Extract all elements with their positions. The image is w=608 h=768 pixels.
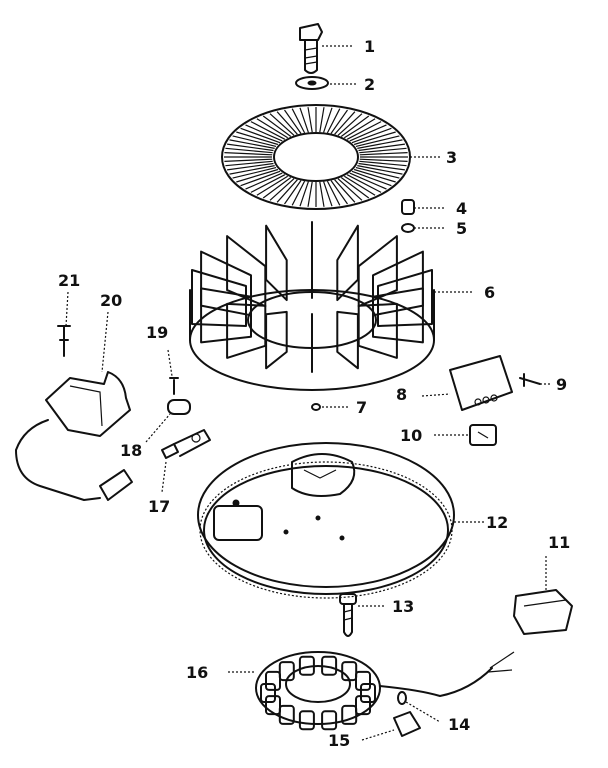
- callout-14: 14: [448, 715, 470, 734]
- stator-pole: [298, 710, 315, 731]
- part-ignition-module: [15, 371, 133, 501]
- callout-2: 2: [364, 75, 375, 94]
- callout-7: 7: [356, 398, 367, 417]
- stator-pole: [355, 695, 371, 716]
- stator-pole: [265, 670, 281, 691]
- callout-1: 1: [364, 37, 375, 56]
- callout-11: 11: [548, 533, 570, 552]
- fan-blade: [265, 310, 288, 370]
- stator-pole: [321, 655, 338, 676]
- callout-13: 13: [392, 597, 414, 616]
- part-stator: [255, 651, 515, 731]
- part-stator-washer: [397, 691, 407, 705]
- fan-blade: [226, 235, 267, 308]
- part-nut: [401, 199, 415, 215]
- callout-17: 17: [148, 497, 170, 516]
- stator-pole: [265, 695, 281, 716]
- part-blower-fan: [189, 221, 435, 391]
- fan-blade: [226, 302, 267, 359]
- stator-pole: [341, 661, 358, 682]
- part-key: [311, 403, 321, 411]
- part-lockwasher: [401, 223, 415, 233]
- part-stator-screw: [339, 593, 357, 637]
- callout-15: 15: [328, 731, 350, 750]
- callout-18: 18: [120, 441, 142, 460]
- fan-blade: [357, 235, 398, 308]
- fan-blade: [191, 269, 247, 327]
- fan-blade: [377, 269, 433, 327]
- part-clip: [469, 424, 497, 446]
- part-wire-clamp: [393, 711, 421, 737]
- part-screw: [519, 373, 541, 387]
- part-screen: [221, 104, 411, 210]
- callout-9: 9: [556, 375, 567, 394]
- callout-3: 3: [446, 148, 457, 167]
- callout-5: 5: [456, 219, 467, 238]
- part-module-screw: [57, 325, 71, 357]
- fan-blade: [336, 224, 359, 302]
- callout-labels: 1 2 3 4 5 6 7 8 9 10 11 12 13 14 15 16 1…: [58, 37, 570, 750]
- fan-blade: [372, 250, 424, 317]
- stator-pole: [298, 655, 315, 676]
- fan-blade: [336, 310, 359, 370]
- stator-pole: [278, 704, 295, 725]
- callout-20: 20: [100, 291, 122, 310]
- part-spark-plug: [161, 429, 211, 459]
- stator-pole: [260, 683, 276, 703]
- part-connector: [513, 589, 573, 635]
- callout-21: 21: [58, 271, 80, 290]
- part-bolt: [299, 23, 323, 74]
- callout-6: 6: [484, 283, 495, 302]
- callout-8: 8: [396, 385, 407, 404]
- callout-4: 4: [456, 199, 467, 218]
- stator-pole: [355, 670, 371, 691]
- part-washer: [295, 76, 329, 90]
- stator-pole: [360, 683, 376, 703]
- callout-19: 19: [146, 323, 168, 342]
- part-small-screw: [169, 377, 179, 395]
- fan-blade: [372, 287, 424, 344]
- part-rectifier: [449, 355, 513, 411]
- callout-12: 12: [486, 513, 508, 532]
- stator-pole: [321, 710, 338, 731]
- stator-pole: [341, 704, 358, 725]
- part-spacer: [167, 399, 191, 415]
- leader-lines: [65, 45, 552, 741]
- part-flywheel: [197, 442, 455, 599]
- fan-blade: [200, 250, 252, 317]
- callout-10: 10: [400, 426, 422, 445]
- stator-pole: [278, 661, 295, 682]
- callout-16: 16: [186, 663, 208, 682]
- fan-blade: [200, 287, 252, 344]
- fan-blade: [265, 224, 288, 302]
